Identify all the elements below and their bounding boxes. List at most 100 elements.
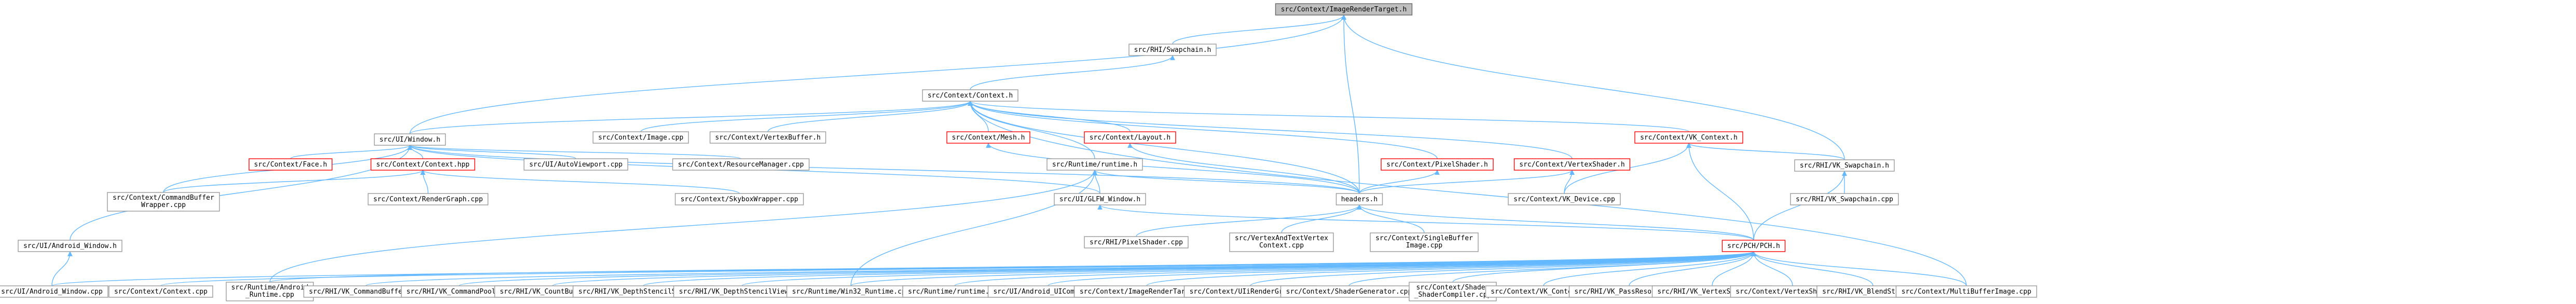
file-node[interactable]: src/Context/ImageRenderTarget.cpp bbox=[1073, 285, 1220, 298]
file-node-label: src/Context/Face.h bbox=[254, 161, 327, 169]
file-node-label: src/Context/MultiBufferImage.cpp bbox=[1902, 288, 2032, 296]
file-node[interactable]: src/Runtime/Android_Runtime.cpp bbox=[226, 282, 314, 301]
file-node[interactable]: src/Context/ResourceManager.cpp bbox=[672, 158, 810, 171]
include-edge bbox=[269, 170, 1097, 283]
file-node[interactable]: src/UI/Android_Window.h bbox=[18, 240, 122, 252]
file-node-label: src/Context/VK_Device.cpp bbox=[1513, 196, 1615, 203]
file-node-label: src/Context/ResourceManager.cpp bbox=[678, 161, 804, 169]
include-edge bbox=[407, 145, 576, 159]
file-node[interactable]: src/Context/Mesh.h bbox=[946, 131, 1030, 144]
file-node[interactable]: src/Runtime/runtime.h bbox=[1046, 158, 1143, 171]
file-node-label: src/UI/Android_Window.h bbox=[23, 242, 117, 250]
file-node-box bbox=[709, 131, 826, 144]
include-edge bbox=[968, 101, 1967, 286]
include-edge bbox=[1341, 15, 1360, 194]
include-edge bbox=[1753, 171, 1847, 241]
file-node[interactable]: src/UI/Android_Window.cpp bbox=[0, 285, 108, 298]
file-node-label: src/Context/ImageRenderTarget.h bbox=[1281, 6, 1407, 13]
file-node-label: src/Runtime/runtime.cpp bbox=[908, 288, 1001, 296]
file-node[interactable]: src/Runtime/runtime.cpp bbox=[902, 285, 1007, 298]
file-node[interactable]: src/RHI/VK_CommandBuffer.cpp bbox=[303, 285, 429, 298]
file-node-label: src/Context/SingleBuffer bbox=[1375, 234, 1473, 242]
file-node-box bbox=[1513, 158, 1631, 171]
include-edge bbox=[160, 251, 1756, 286]
file-node[interactable]: src/Context/VertexShader.h bbox=[1513, 158, 1631, 171]
file-node-label: src/RHI/Swapchain.h bbox=[1134, 46, 1211, 54]
file-node-label: src/VertexAndTextVertex bbox=[1235, 234, 1328, 242]
include-edge bbox=[420, 170, 740, 194]
include-edge bbox=[407, 145, 741, 159]
file-node-box bbox=[18, 240, 122, 252]
include-edge bbox=[1127, 143, 1360, 194]
file-node-label: Context.cpp bbox=[1259, 242, 1304, 250]
include-edge bbox=[1097, 204, 1754, 241]
file-node-label: src/PCH/PCH.h bbox=[1727, 242, 1780, 250]
file-node[interactable]: src/Runtime/Win32_Runtime.cpp bbox=[786, 285, 916, 298]
file-node-box bbox=[1721, 240, 1786, 252]
file-node[interactable]: src/Context/Context.h bbox=[922, 89, 1018, 102]
file-node[interactable]: src/Context/Layout.h bbox=[1084, 131, 1176, 144]
file-node[interactable]: src/RHI/PixelShader.cpp bbox=[1084, 236, 1189, 248]
include-edge bbox=[767, 101, 973, 132]
include-edge bbox=[1751, 251, 1874, 286]
file-node[interactable]: src/RHI/Swapchain.h bbox=[1128, 44, 1217, 56]
file-node[interactable]: src/Context/RenderGraph.cpp bbox=[367, 193, 489, 205]
file-node-box bbox=[1794, 159, 1895, 172]
file-node[interactable]: src/UI/AutoViewport.cpp bbox=[524, 158, 628, 171]
file-node-box bbox=[1381, 158, 1494, 171]
file-node-box bbox=[0, 285, 108, 298]
include-edge bbox=[1172, 15, 1346, 45]
file-node[interactable]: headers.h bbox=[1335, 193, 1383, 205]
file-node-label: src/Context/VertexBuffer.h bbox=[715, 134, 821, 142]
file-node[interactable]: src/Context/Image.cpp bbox=[593, 131, 689, 144]
file-node-box bbox=[946, 131, 1030, 144]
file-node[interactable]: src/Context/VK_Device.cpp bbox=[1508, 193, 1621, 205]
include-edge bbox=[1751, 251, 1793, 286]
file-node[interactable]: src/RHI/VK_Swapchain.h bbox=[1794, 159, 1895, 172]
file-node-label: src/Context/Context.hpp bbox=[376, 161, 470, 169]
file-node-box bbox=[922, 89, 1018, 102]
file-node[interactable]: src/UI/GLFW_Window.h bbox=[1054, 193, 1146, 205]
file-node-box bbox=[1895, 285, 2037, 298]
file-node-box bbox=[367, 193, 489, 205]
file-node[interactable]: src/Context/Context.hpp bbox=[370, 158, 475, 171]
include-edge bbox=[850, 251, 1756, 286]
file-node-label: src/UI/Android_Window.cpp bbox=[1, 288, 103, 296]
file-node[interactable]: src/Context/VK_Context.h bbox=[1634, 131, 1743, 144]
file-node-label: _Runtime.cpp bbox=[245, 291, 294, 299]
file-node[interactable]: src/Context/Shader_ShaderCompiler.cpp bbox=[1409, 282, 1497, 301]
file-node-box bbox=[1128, 44, 1217, 56]
file-node-box bbox=[1508, 193, 1621, 205]
root-file-node[interactable]: src/Context/ImageRenderTarget.h bbox=[1275, 3, 1413, 16]
include-edge bbox=[409, 101, 973, 134]
file-node[interactable]: src/Context/SkyboxWrapper.cpp bbox=[674, 193, 804, 205]
include-edge bbox=[850, 170, 1097, 286]
file-node-label: src/UI/GLFW_Window.h bbox=[1059, 196, 1141, 203]
include-edge bbox=[1564, 170, 1575, 194]
file-node[interactable]: src/Context/Face.h bbox=[249, 158, 333, 171]
file-node[interactable]: src/UI/Window.h bbox=[374, 133, 446, 146]
file-node-label: src/RHI/PixelShader.cpp bbox=[1090, 239, 1183, 246]
file-node-box bbox=[1790, 193, 1899, 205]
file-node-box bbox=[674, 193, 804, 205]
file-node[interactable]: src/PCH/PCH.h bbox=[1721, 240, 1786, 252]
file-node[interactable]: src/Context/PixelShader.h bbox=[1381, 158, 1494, 171]
file-node-label: _ShaderCompiler.cpp bbox=[1414, 291, 1492, 299]
file-node[interactable]: src/Context/ShaderGenerator.cpp bbox=[1280, 285, 1418, 298]
file-node[interactable]: src/RHI/VK_DepthStencilView.cpp bbox=[673, 285, 811, 298]
include-edge bbox=[1357, 204, 1425, 233]
dependency-edges bbox=[51, 15, 1967, 286]
include-edge bbox=[1712, 251, 1756, 286]
file-node-label: src/Context/Context.cpp bbox=[114, 288, 208, 296]
include-edge bbox=[970, 55, 1175, 90]
file-node[interactable]: src/RHI/VK_Swapchain.cpp bbox=[1790, 193, 1899, 205]
file-node[interactable]: src/Context/Context.cpp bbox=[108, 285, 213, 298]
file-node[interactable]: src/RHI/VK_CommandPool.cpp bbox=[401, 285, 518, 298]
file-node[interactable]: src/Context/MultiBufferImage.cpp bbox=[1895, 285, 2037, 298]
file-node-box bbox=[249, 158, 333, 171]
file-node[interactable]: src/Context/VertexBuffer.h bbox=[709, 131, 826, 144]
